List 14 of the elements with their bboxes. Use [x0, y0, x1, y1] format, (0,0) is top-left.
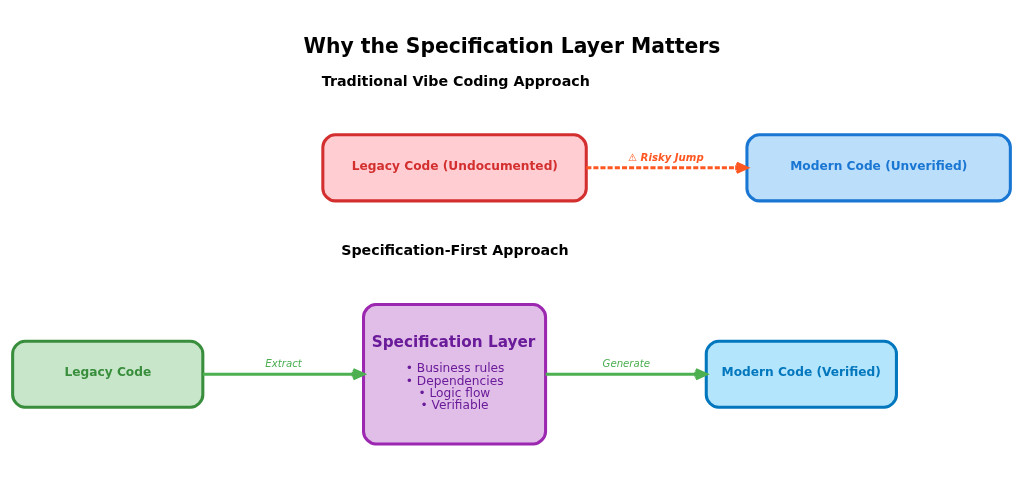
node-box: Legacy Code (Undocumented) [321, 132, 588, 202]
node-box: Modern Code (Verified) [704, 339, 898, 409]
arrow [545, 367, 708, 380]
edge-label: Extract [265, 357, 302, 369]
edge-label: ⚠ Risky Jump [627, 151, 704, 163]
diagram-title: Why the Specification Layer Matters [303, 33, 721, 58]
edge-label: Generate [602, 357, 650, 369]
node-box: Legacy Code [11, 339, 205, 409]
node-box: Specification Layer • Business rules • Dependencies • Logic flow • Verifiable [362, 302, 548, 445]
label: Traditional Vibe Coding Approach [321, 72, 590, 89]
label: Specification-First Approach [341, 241, 569, 258]
arrow [202, 367, 365, 380]
arrow [586, 161, 749, 174]
node-box: Modern Code (Unverified) [745, 132, 1012, 202]
